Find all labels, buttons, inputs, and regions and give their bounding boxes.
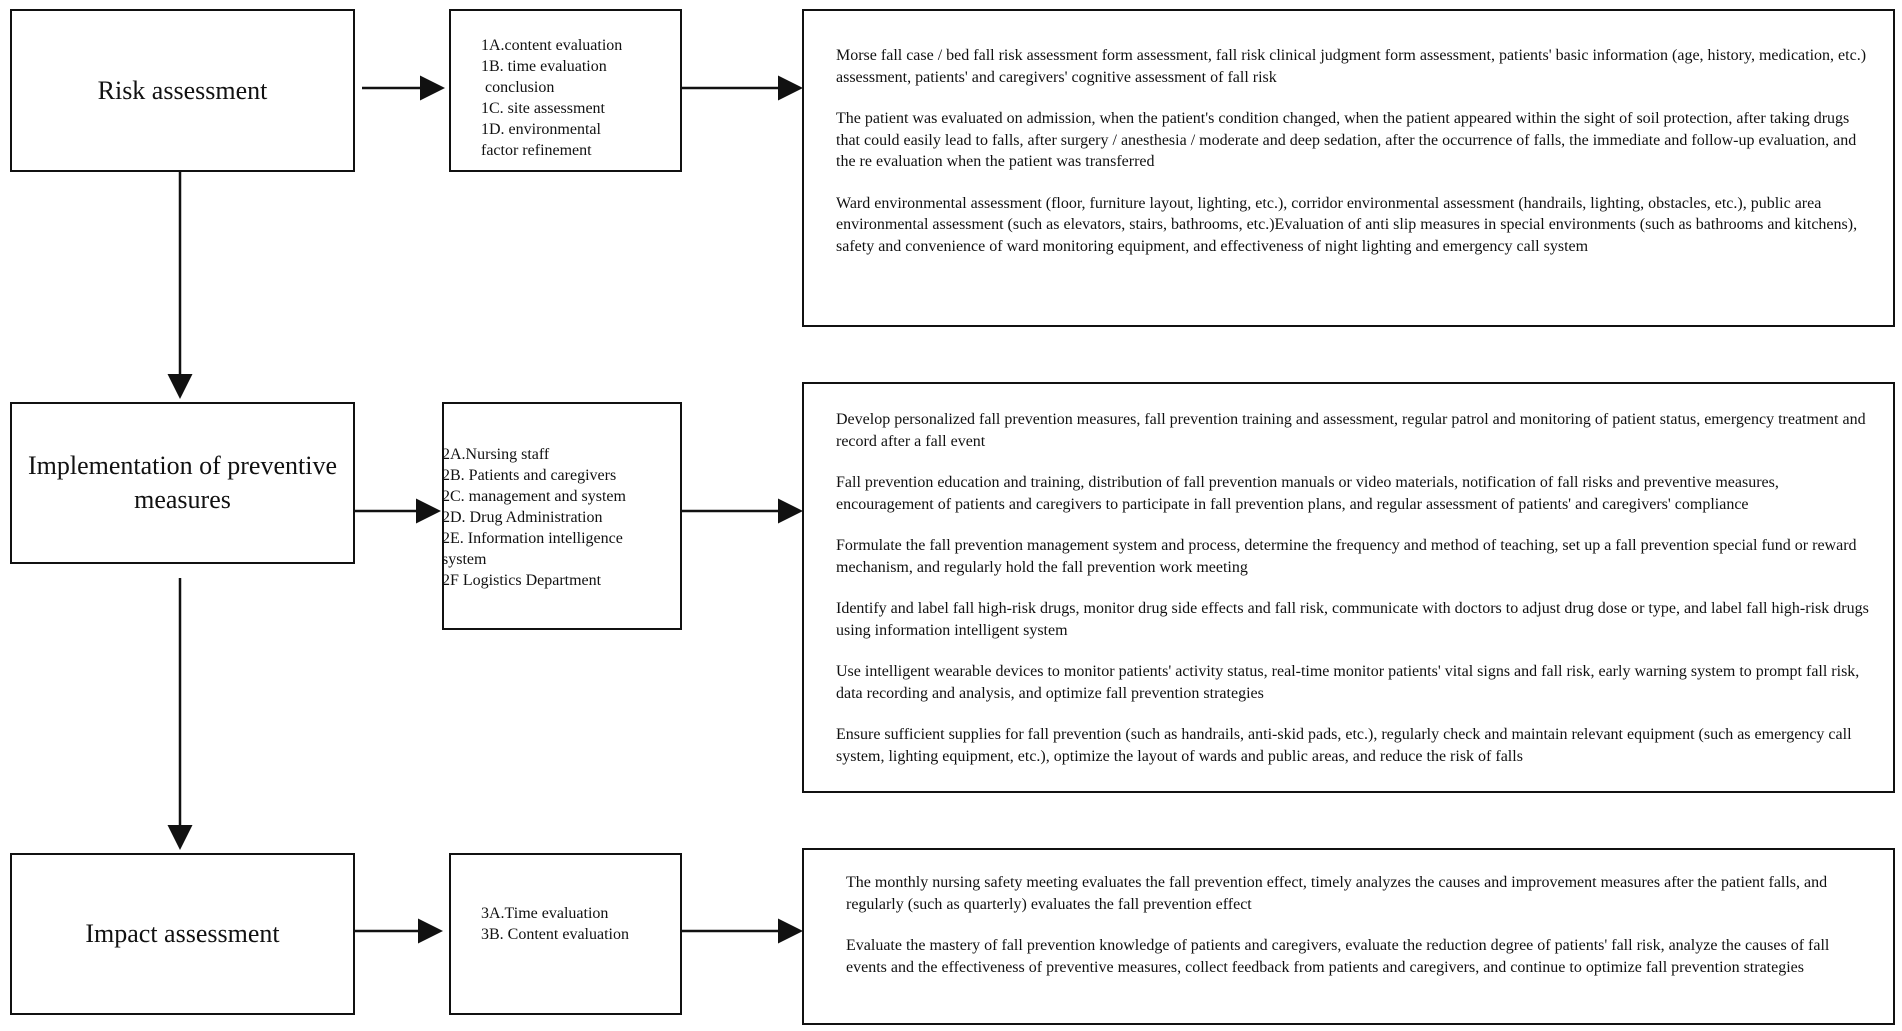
substep-item: 1D. environmental bbox=[481, 121, 601, 138]
detail-paragraph: Evaluate the mastery of fall prevention … bbox=[846, 937, 1830, 976]
substeps-risk-assessment: 1A.content evaluation 1B. time evaluatio… bbox=[449, 9, 682, 172]
substeps-implementation: 2A.Nursing staff 2B. Patients and caregi… bbox=[442, 402, 682, 630]
detail-paragraph: Use intelligent wearable devices to moni… bbox=[836, 663, 1860, 702]
detail-paragraph: Morse fall case / bed fall risk assessme… bbox=[836, 47, 1867, 86]
substep-item: 3B. Content evaluation bbox=[481, 926, 629, 943]
substep-item: 2E. Information intelligence bbox=[442, 530, 623, 547]
substep-item: 2F Logistics Department bbox=[442, 572, 602, 589]
detail-paragraph: Ensure sufficient supplies for fall prev… bbox=[836, 726, 1852, 765]
substep-item: 2B. Patients and caregivers bbox=[442, 467, 617, 484]
substep-item: 1A.content evaluation bbox=[481, 37, 623, 54]
substep-item: system bbox=[442, 551, 487, 568]
detail-paragraph: Formulate the fall prevention management… bbox=[836, 537, 1857, 576]
substep-item: 3A.Time evaluation bbox=[481, 905, 609, 922]
substep-item: 2A.Nursing staff bbox=[442, 446, 550, 463]
details-impact-assessment: The monthly nursing safety meeting evalu… bbox=[802, 848, 1895, 1025]
substep-item: 2D. Drug Administration bbox=[442, 509, 603, 526]
detail-paragraph: Ward environmental assessment (floor, fu… bbox=[836, 194, 1858, 255]
substep-item: 1C. site assessment bbox=[481, 100, 605, 117]
detail-paragraph: Fall prevention education and training, … bbox=[836, 474, 1779, 513]
detail-paragraph: Identify and label fall high-risk drugs,… bbox=[836, 600, 1869, 639]
substeps-impact-assessment: 3A.Time evaluation 3B. Content evaluatio… bbox=[449, 853, 682, 1015]
substep-item: conclusion bbox=[481, 79, 555, 96]
substep-item: 1B. time evaluation bbox=[481, 58, 607, 75]
substep-item: factor refinement bbox=[481, 142, 592, 159]
details-risk-assessment: Morse fall case / bed fall risk assessme… bbox=[802, 9, 1895, 327]
stage-impact-assessment: Impact assessment bbox=[10, 853, 355, 1015]
stage-title: Impact assessment bbox=[85, 919, 280, 948]
detail-paragraph: The patient was evaluated on admission, … bbox=[836, 110, 1857, 170]
details-implementation: Develop personalized fall prevention mea… bbox=[802, 382, 1895, 793]
detail-paragraph: The monthly nursing safety meeting evalu… bbox=[846, 874, 1828, 913]
stage-title: Implementation of preventive measures bbox=[27, 451, 337, 514]
stage-implementation: Implementation of preventive measures bbox=[10, 402, 355, 564]
substep-item: 2C. management and system bbox=[442, 488, 626, 505]
detail-paragraph: Develop personalized fall prevention mea… bbox=[836, 411, 1866, 450]
stage-risk-assessment: Risk assessment bbox=[10, 9, 355, 172]
stage-title: Risk assessment bbox=[97, 75, 268, 105]
